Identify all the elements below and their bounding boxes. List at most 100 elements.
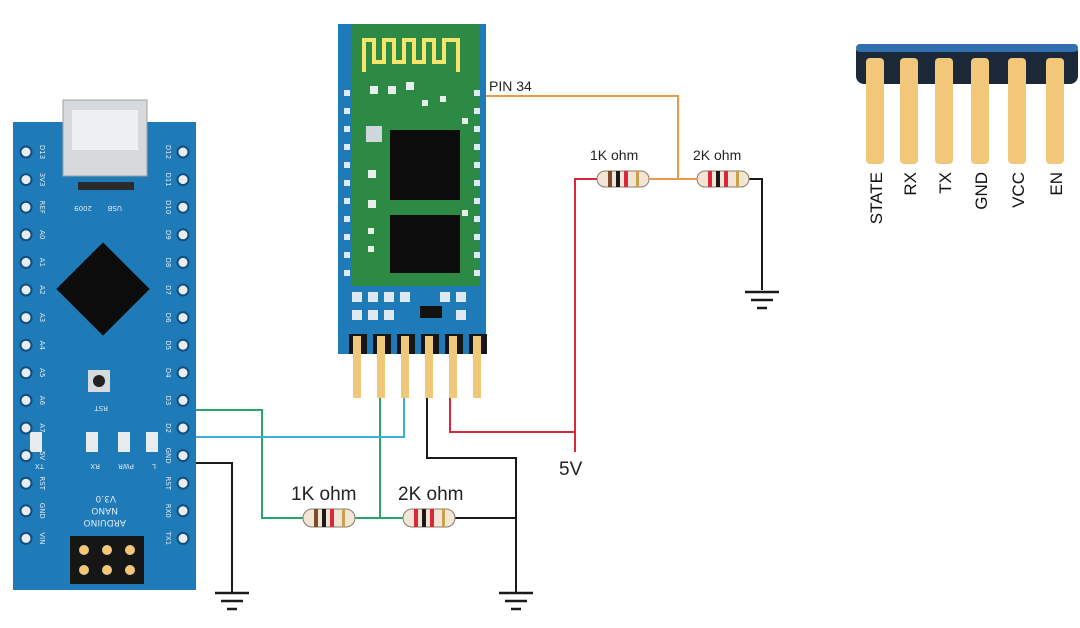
arduino-pin-label-left-8: A5 (38, 368, 46, 377)
wire-arduino-ground (188, 462, 233, 592)
arduino-pin-left-9 (19, 393, 33, 407)
arduino-pin-label-left-2: REF (38, 201, 46, 214)
wire-pin34 (482, 95, 679, 179)
arduino-pin-label-right-11: GND (164, 448, 172, 464)
arduino-pin-right-1 (176, 173, 190, 187)
board-name-2: NANO (91, 505, 118, 515)
bt-chip-bottom (390, 215, 460, 273)
arduino-pin-label-left-4: A1 (38, 258, 46, 267)
board-name-3: V3.0 (95, 493, 116, 503)
usb-year-label: 2009 (74, 204, 92, 212)
header-pin-gnd: GND (972, 172, 991, 210)
arduino-usb-connector: USB 2009 (62, 99, 148, 212)
bt-regulator (420, 306, 442, 318)
resistor-2k-right-label: 2K ohm (693, 147, 741, 163)
arduino-pin-label-left-14: VIN (38, 532, 46, 544)
bt-bottom-pads (352, 292, 466, 320)
bt-crystal (366, 126, 382, 142)
pin34-label: PIN 34 (489, 78, 532, 94)
bt-chip-top (390, 130, 460, 200)
bt-header-pins (349, 334, 487, 398)
bt-smd-parts (368, 82, 468, 252)
arduino-pin-label-left-1: 3V3 (38, 173, 46, 187)
header-pinout: STATE RX TX GND VCC EN (856, 44, 1078, 224)
arduino-pin-label-right-0: D12 (164, 145, 172, 159)
arduino-pin-left-6 (19, 311, 33, 325)
arduino-pin-left-0 (19, 145, 33, 159)
arduino-pin-label-right-12: RST (164, 476, 172, 490)
five-volt-label: 5V (559, 459, 583, 480)
reset-button-cap (93, 375, 105, 387)
arduino-pin-label-right-7: D5 (164, 340, 172, 350)
arduino-leds (30, 432, 158, 452)
arduino-pin-label-left-0: D13 (38, 145, 46, 159)
arduino-pin-label-left-12: RST (38, 476, 46, 490)
antenna-trace (362, 38, 460, 72)
arduino-pin-left-8 (19, 366, 33, 380)
bt-castellations (344, 90, 480, 276)
arduino-pin-right-13 (176, 504, 190, 518)
arduino-pin-left-12 (19, 476, 33, 490)
rst-label: RST (94, 404, 108, 412)
header-pin-state: STATE (867, 172, 886, 224)
arduino-pin-right-12 (176, 476, 190, 490)
board-name-1: ARDUINO (84, 517, 126, 527)
header-pin-en: EN (1047, 172, 1066, 196)
arduino-pin-label-left-5: A2 (38, 285, 46, 294)
resistor-2k-right (696, 170, 750, 188)
wire-cyan (188, 395, 405, 438)
arduino-pin-left-14 (19, 531, 33, 545)
ground-symbol-arduino (215, 591, 249, 611)
arduino-pin-label-right-4: D8 (164, 257, 172, 267)
arduino-pin-left-13 (19, 504, 33, 518)
resistor-1k-right (596, 170, 650, 188)
wire-right-ground (748, 178, 763, 290)
arduino-pin-right-14 (176, 531, 190, 545)
led-rx-label: RX (90, 462, 100, 470)
arduino-pin-label-left-6: A3 (38, 313, 46, 322)
arduino-pin-right-9 (176, 393, 190, 407)
arduino-pin-label-left-13: GND (38, 503, 46, 519)
arduino-pin-left-11 (19, 449, 33, 463)
arduino-pin-label-left-11: 5V (38, 451, 46, 460)
arduino-pin-right-8 (176, 366, 190, 380)
arduino-pin-right-5 (176, 283, 190, 297)
arduino-board (13, 122, 196, 590)
led-tx-label: TX (35, 462, 45, 470)
arduino-pin-left-10 (19, 421, 33, 435)
arduino-pin-holes: D133V3REFA0A1A2A3A4A5A6A75VRSTGNDVIND12D… (19, 145, 190, 546)
arduino-pin-left-4 (19, 255, 33, 269)
arduino-pin-left-5 (19, 283, 33, 297)
bluetooth-module (338, 24, 487, 398)
arduino-pin-label-right-1: D11 (164, 172, 172, 186)
arduino-pin-label-left-9: A6 (38, 396, 46, 406)
wire-bt-ground (426, 395, 517, 592)
resistor-1k-bottom-label: 1K ohm (291, 484, 356, 505)
arduino-pin-label-right-2: D10 (164, 200, 172, 214)
ground-symbol-bottom (499, 591, 533, 611)
arduino-pin-label-right-14: TX1 (164, 531, 172, 546)
resistor-2k-bottom (402, 508, 456, 528)
arduino-pin-label-left-7: A4 (38, 341, 46, 351)
arduino-pin-label-right-10: D2 (164, 423, 172, 433)
arduino-pin-left-7 (19, 338, 33, 352)
arduino-pin-label-right-6: D6 (164, 313, 172, 323)
arduino-pin-right-3 (176, 228, 190, 242)
arduino-nano: USB 2009 RST TX RX PWR L ARDUINO NANO V3… (13, 99, 196, 590)
led-l-label: L (152, 462, 156, 470)
arduino-pin-right-11 (176, 449, 190, 463)
header-pin-tx: TX (936, 172, 955, 194)
led-pwr-label: PWR (118, 462, 134, 470)
resistor-2k-bottom-label: 2K ohm (398, 484, 463, 505)
resistor-1k-right-label: 1K ohm (590, 147, 638, 163)
ground-symbol-right (745, 290, 779, 310)
header-pin-vcc: VCC (1009, 172, 1028, 208)
arduino-pin-left-2 (19, 200, 33, 214)
header-pin-rx: RX (901, 172, 920, 196)
header-housing-accent (856, 44, 1078, 52)
arduino-pin-label-right-5: D7 (164, 285, 172, 295)
arduino-pin-label-right-13: RX0 (164, 504, 172, 518)
arduino-pin-label-left-3: A0 (38, 230, 46, 239)
